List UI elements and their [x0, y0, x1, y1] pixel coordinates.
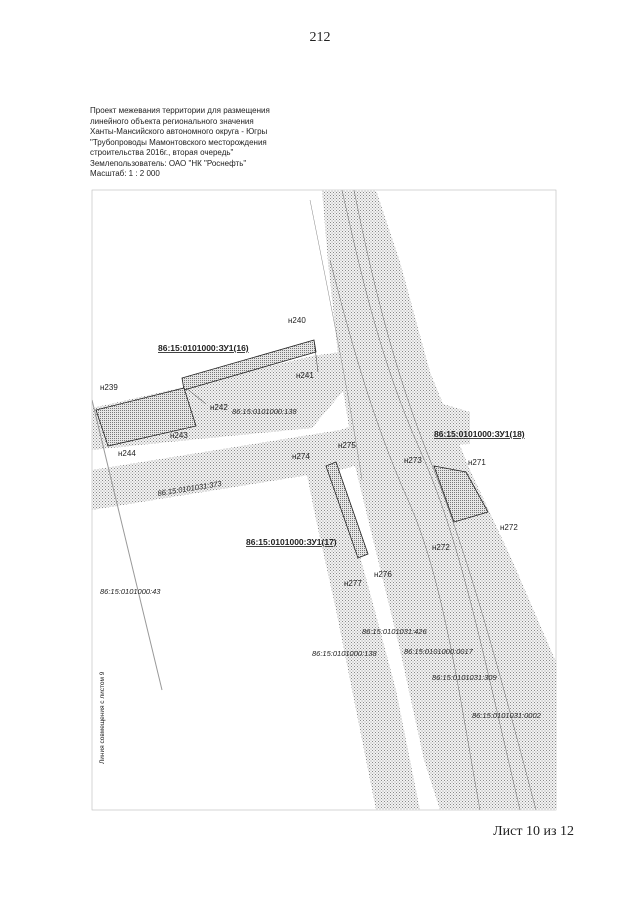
point-label: н242: [210, 403, 228, 412]
pipeline-line: [329, 259, 481, 810]
pipeline-line: [309, 199, 363, 481]
point-label: н272: [432, 543, 450, 552]
point-label: н271: [468, 458, 486, 467]
survey-line: [185, 387, 207, 405]
point-label: н239: [100, 383, 118, 392]
legend-line: Проект межевания территории для размещен…: [90, 106, 270, 115]
plot-zu1-18: [433, 465, 489, 523]
point-label: н275: [338, 441, 356, 450]
point-label: н241: [296, 371, 314, 380]
point-label: н277: [344, 579, 362, 588]
point-label: н274: [292, 452, 310, 461]
page-number: 212: [309, 30, 331, 45]
legend-scale: Масштаб: 1 : 2 000: [90, 169, 160, 178]
legend-line: строительства 2016г., вторая очередь": [90, 148, 234, 157]
plot-label-zu1-16: 86:15:0101000:ЗУ1(16): [158, 343, 249, 353]
parcel-number: 86:15:0101000:138: [312, 649, 377, 658]
parcel-number: 86:15:0101031:309: [432, 673, 497, 682]
pipeline-line: [353, 190, 537, 810]
parcel-number: 86:15:0101031:0002: [472, 711, 542, 720]
parcel-number: 86:15:0101031:426: [362, 627, 427, 636]
sheet-label: Лист 10 из 12: [493, 824, 574, 839]
legend-line: "Трубопроводы Мамонтовского месторождени…: [90, 137, 267, 147]
corridor-main: [322, 190, 556, 810]
plot-zu1-16-strip: [181, 339, 317, 391]
boundary-line: [92, 399, 163, 691]
survey-line: [313, 339, 319, 373]
point-label: н276: [374, 570, 392, 579]
parcel-number: 86:15:0101000:0017: [404, 647, 474, 656]
point-label: н273: [404, 456, 422, 465]
point-label: н272: [500, 523, 518, 532]
plot-label-zu1-17: 86:15:0101000:ЗУ1(17): [246, 537, 337, 547]
legend-line: Землепользователь: ОАО "НК "Роснефть": [90, 158, 247, 168]
pipeline-line: [341, 190, 521, 810]
plot-zu1-17: [325, 461, 369, 559]
plot-zu1-16-block: [95, 387, 197, 447]
point-label: н244: [118, 449, 136, 458]
alignment-note: Линия совмещения с листом 9: [99, 671, 106, 764]
legend-line: линейного объекта регионального значения: [90, 116, 254, 126]
corridor-secondary: [300, 440, 420, 810]
plot-label-zu1-18: 86:15:0101000:ЗУ1(18): [434, 429, 525, 439]
legend-line: Ханты-Мансийского автономного округа - Ю…: [90, 127, 268, 136]
road-band: [92, 400, 470, 510]
point-label: н240: [288, 316, 306, 325]
point-label: н243: [170, 431, 188, 440]
parcel-number: 86:15:0101000:43: [100, 587, 161, 596]
parcel-number: 86:15:0101000:138: [232, 407, 297, 416]
map-legend: Проект межевания территории для размещен…: [90, 106, 310, 180]
